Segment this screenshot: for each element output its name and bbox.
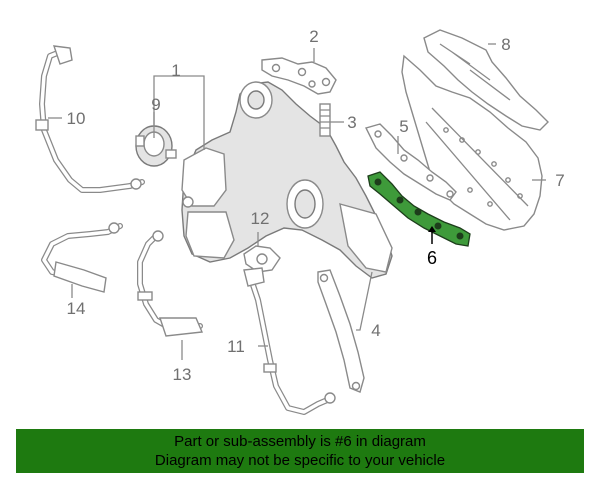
part-7-heat-shield[interactable] — [401, 54, 543, 231]
callout-2: 2 — [309, 27, 318, 46]
part-11-return-line[interactable] — [243, 267, 336, 415]
part-13-water-line[interactable] — [137, 230, 204, 337]
callout-6: 6 — [427, 248, 437, 268]
callout-12: 12 — [251, 209, 270, 228]
part-9-actuator[interactable] — [135, 125, 177, 167]
callout-1: 1 — [171, 61, 180, 80]
callout-11: 11 — [227, 337, 245, 356]
part-3-stud[interactable] — [319, 103, 331, 137]
parts-diagram: 1 2 3 4 5 6 7 8 9 10 11 12 13 14 — [35, 27, 565, 415]
callout-5: 5 — [399, 117, 408, 136]
callout-14: 14 — [67, 299, 86, 318]
leader-lines — [48, 43, 546, 360]
part-5-gasket[interactable] — [364, 123, 457, 201]
callout-7: 7 — [555, 171, 564, 190]
callout-9: 9 — [151, 95, 160, 114]
callout-4: 4 — [371, 321, 380, 340]
banner-line-2: Diagram may not be specific to your vehi… — [154, 452, 446, 469]
callout-8: 8 — [501, 35, 510, 54]
info-banner: Part or sub-assembly is #6 in diagram Di… — [16, 429, 584, 473]
callouts: 1 2 3 4 5 6 7 8 9 10 11 12 13 14 — [67, 27, 565, 384]
part-6-gasket-highlighted[interactable] — [367, 171, 471, 247]
part-8-upper-heat-shield[interactable] — [423, 29, 549, 131]
part-2-bracket[interactable] — [261, 57, 337, 95]
banner-line-1: Part or sub-assembly is #6 in diagram — [174, 433, 426, 450]
part-12-flange[interactable] — [243, 245, 281, 273]
callout-6-arrow — [428, 226, 436, 244]
callout-13: 13 — [173, 365, 192, 384]
callout-3: 3 — [347, 113, 356, 132]
part-14-hose[interactable] — [41, 222, 123, 293]
callout-10: 10 — [67, 109, 86, 128]
part-4-support-bracket[interactable] — [317, 269, 365, 393]
part-1-turbocharger[interactable] — [181, 81, 393, 279]
part-10-oil-line[interactable] — [35, 45, 145, 193]
